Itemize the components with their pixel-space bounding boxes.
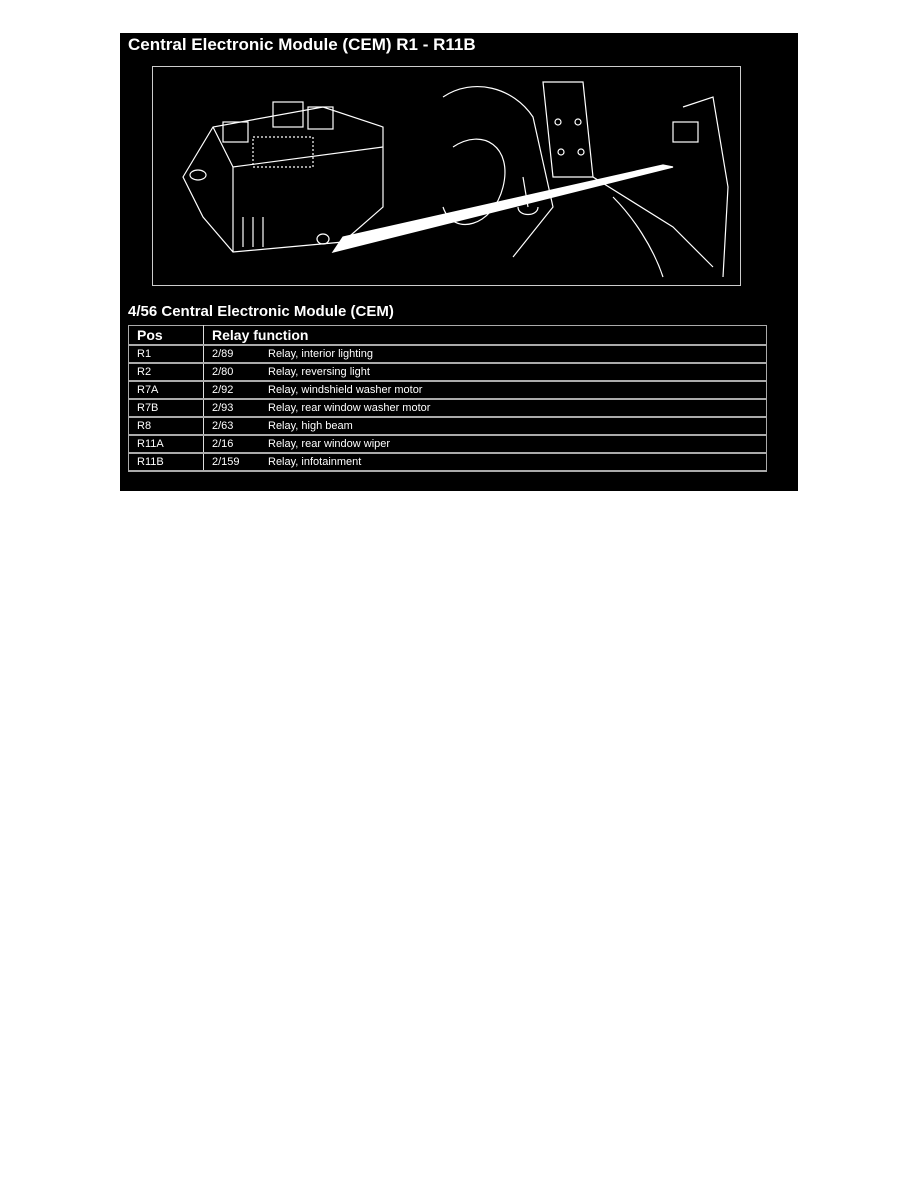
pos-cell: R2: [128, 363, 204, 382]
cem-diagram: [182, 81, 729, 278]
relay-function: Relay, windshield washer motor: [268, 384, 423, 396]
relay-code: 2/93: [212, 402, 234, 414]
pos-cell: R8: [128, 417, 204, 436]
table-row: R7B 2/93 Relay, rear window washer motor: [128, 399, 767, 418]
pos-cell: R11B: [128, 453, 204, 472]
table-header-row: Pos Relay function: [128, 325, 767, 346]
pos-cell: R1: [128, 345, 204, 364]
pointer-wedge: [331, 164, 674, 253]
relay-function: Relay, high beam: [268, 420, 353, 432]
relay-code: 2/80: [212, 366, 234, 378]
table-row: R2 2/80 Relay, reversing light: [128, 363, 767, 382]
relay-code: 2/63: [212, 420, 234, 432]
function-cell: 2/63 Relay, high beam: [203, 417, 767, 436]
section-subtitle: 4/56 Central Electronic Module (CEM): [128, 303, 394, 320]
table-row: R11A 2/16 Relay, rear window wiper: [128, 435, 767, 454]
table-row: R8 2/63 Relay, high beam: [128, 417, 767, 436]
function-cell: 2/93 Relay, rear window washer motor: [203, 399, 767, 418]
relay-table: Pos Relay function R1 2/89 Relay, interio…: [128, 325, 767, 472]
function-cell: 2/80 Relay, reversing light: [203, 363, 767, 382]
pos-cell: R7B: [128, 399, 204, 418]
function-cell: 2/159 Relay, infotainment: [203, 453, 767, 472]
page-title: Central Electronic Module (CEM) R1 - R11…: [128, 35, 476, 54]
relay-function: Relay, rear window washer motor: [268, 402, 431, 414]
table-row: R11B 2/159 Relay, infotainment: [128, 453, 767, 472]
function-cell: 2/16 Relay, rear window wiper: [203, 435, 767, 454]
table-row: R7A 2/92 Relay, windshield washer motor: [128, 381, 767, 400]
relay-code: 2/92: [212, 384, 234, 396]
header-relay-function: Relay function: [203, 325, 767, 346]
relay-function: Relay, infotainment: [268, 456, 362, 468]
header-pos: Pos: [128, 325, 204, 346]
car-interior-drawing: [442, 81, 729, 278]
function-cell: 2/92 Relay, windshield washer motor: [203, 381, 767, 400]
table-row: R1 2/89 Relay, interior lighting: [128, 345, 767, 364]
document-panel: Central Electronic Module (CEM) R1 - R11…: [120, 33, 798, 491]
cem-module-drawing: [182, 101, 384, 253]
pos-cell: R11A: [128, 435, 204, 454]
relay-code: 2/16: [212, 438, 234, 450]
relay-code: 2/159: [212, 456, 240, 468]
function-cell: 2/89 Relay, interior lighting: [203, 345, 767, 364]
cem-location-illustration: [152, 66, 741, 286]
relay-function: Relay, rear window wiper: [268, 438, 391, 450]
relay-function: Relay, interior lighting: [268, 348, 373, 360]
pos-cell: R7A: [128, 381, 204, 400]
relay-function: Relay, reversing light: [268, 366, 370, 378]
relay-code: 2/89: [212, 348, 234, 360]
